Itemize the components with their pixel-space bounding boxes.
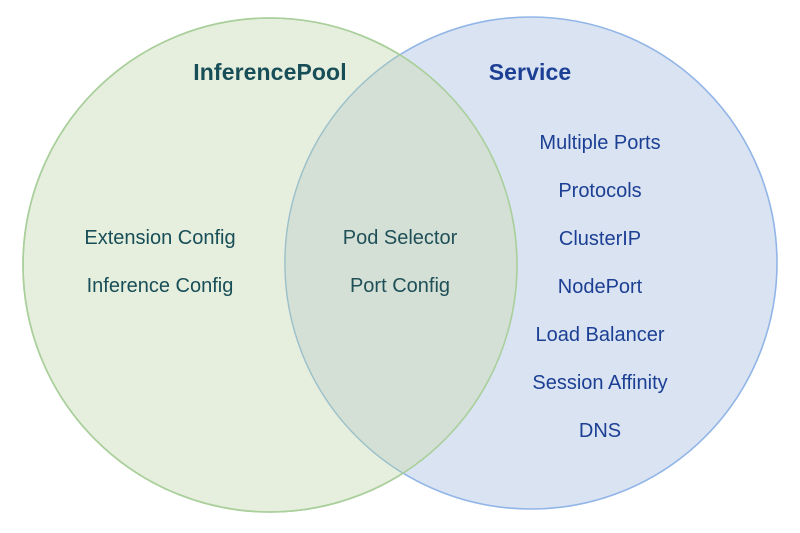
list-item: Protocols [558,180,642,202]
right-set-title-group: Service [440,59,620,86]
list-item: Pod Selector [342,227,458,249]
list-item: Port Config [349,275,451,297]
right-set-title: Service [488,59,572,85]
list-item: ClusterIP [558,228,642,250]
left-set-title: InferencePool [193,59,347,85]
left-set-item-list: Extension Config Inference Config [25,228,295,296]
list-item: Extension Config [84,227,236,249]
overlap-region [284,18,517,510]
right-set-item-list: Multiple Ports Protocols ClusterIP NodeP… [500,133,700,441]
left-circle-outline [22,17,518,513]
list-item: DNS [578,420,622,442]
list-item: Inference Config [86,275,234,297]
left-set-title-group: InferencePool [120,59,420,86]
list-item: Session Affinity [532,372,668,394]
overlap-item-list: Pod Selector Port Config [310,228,490,296]
list-item: NodePort [557,276,643,298]
list-item: Multiple Ports [539,132,661,154]
list-item: Load Balancer [535,324,665,346]
